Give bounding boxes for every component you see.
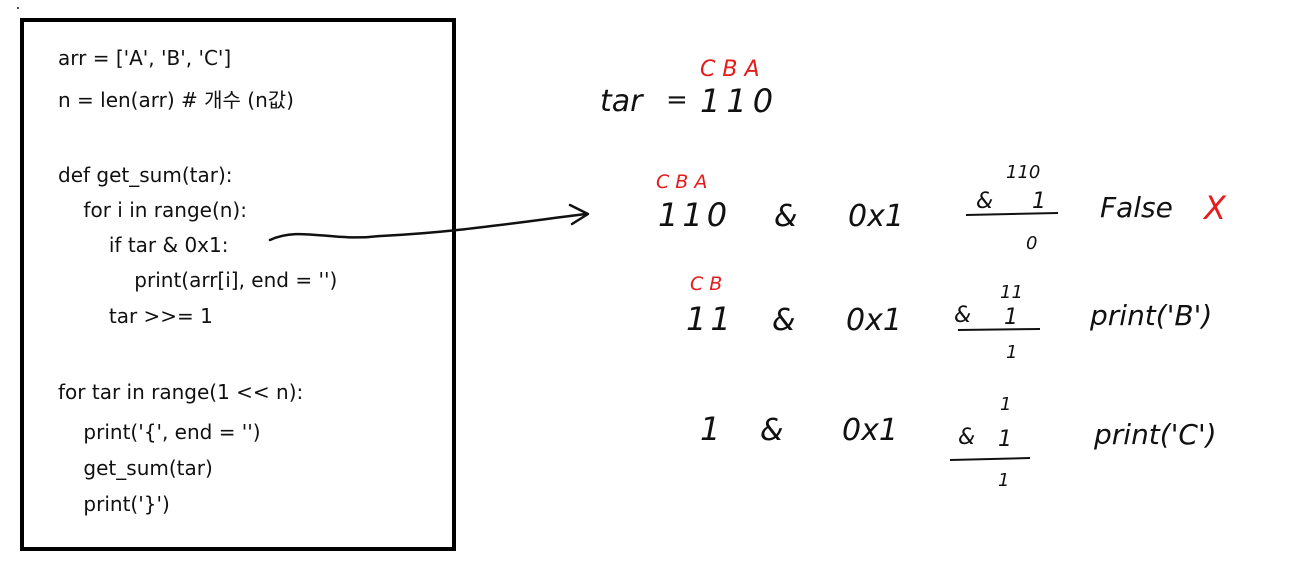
row2-calc-top: 11 (1000, 282, 1023, 303)
tar-label: tar (600, 84, 644, 119)
row2-calc-mask: 1 (1004, 305, 1018, 330)
row1-calc-result: 0 (1026, 233, 1037, 254)
arrow-head (568, 203, 590, 226)
tar-value: 110 (700, 82, 779, 120)
row2-bits-label: C B (690, 273, 722, 295)
row3-calc-rule (949, 457, 1031, 461)
row2-value: 11 (686, 300, 735, 338)
row1-cross-mark: X (1202, 189, 1227, 227)
header-bits-label: C B A (700, 57, 760, 82)
row1-result: False (1100, 191, 1173, 224)
code-line: n = len(arr) # 개수 (n값) (58, 88, 294, 112)
row1-calc-rule (965, 212, 1059, 216)
row2-mask: 0x1 (846, 303, 902, 338)
row1-op: & (774, 199, 797, 234)
code-line: get_sum(tar) (58, 456, 213, 480)
row3-result: print('C') (1093, 418, 1217, 451)
code-line: if tar & 0x1: (58, 233, 229, 257)
row1-value: 110 (658, 196, 731, 234)
code-line: for tar in range(1 << n): (58, 380, 304, 404)
row3-calc-op: & (958, 425, 975, 450)
code-line: tar >>= 1 (58, 304, 213, 328)
row3-calc-result: 1 (998, 470, 1009, 491)
row2-op: & (772, 303, 795, 338)
code-panel: arr = ['A', 'B', 'C'] n = len(arr) # 개수 … (20, 18, 456, 551)
row1-mask: 0x1 (848, 199, 904, 234)
code-line: print(arr[i], end = '') (58, 268, 338, 292)
row3-op: & (760, 413, 783, 448)
row3-calc-top: 1 (1000, 394, 1011, 415)
row1-calc-mask: 1 (1032, 189, 1046, 214)
row1-bits-label: C B A (656, 171, 707, 193)
equals-sign: = (666, 85, 688, 115)
code-line: for i in range(n): (58, 198, 247, 222)
row3-mask: 0x1 (842, 413, 898, 448)
row3-calc-mask: 1 (998, 427, 1012, 452)
row1-calc-op: & (976, 189, 993, 214)
arrow-line (268, 212, 588, 242)
row2-calc-rule (957, 328, 1041, 331)
row1-calc-top: 110 (1006, 162, 1040, 183)
code-line: print('}') (58, 492, 170, 516)
row2-result: print('B') (1089, 299, 1212, 332)
row2-calc-op: & (954, 303, 971, 328)
code-line: def get_sum(tar): (58, 163, 233, 187)
code-line: print('{', end = '') (58, 420, 261, 444)
stray-dot (17, 7, 19, 9)
code-line: arr = ['A', 'B', 'C'] (58, 46, 232, 70)
row2-calc-result: 1 (1006, 342, 1017, 363)
row3-value: 1 (700, 410, 720, 448)
